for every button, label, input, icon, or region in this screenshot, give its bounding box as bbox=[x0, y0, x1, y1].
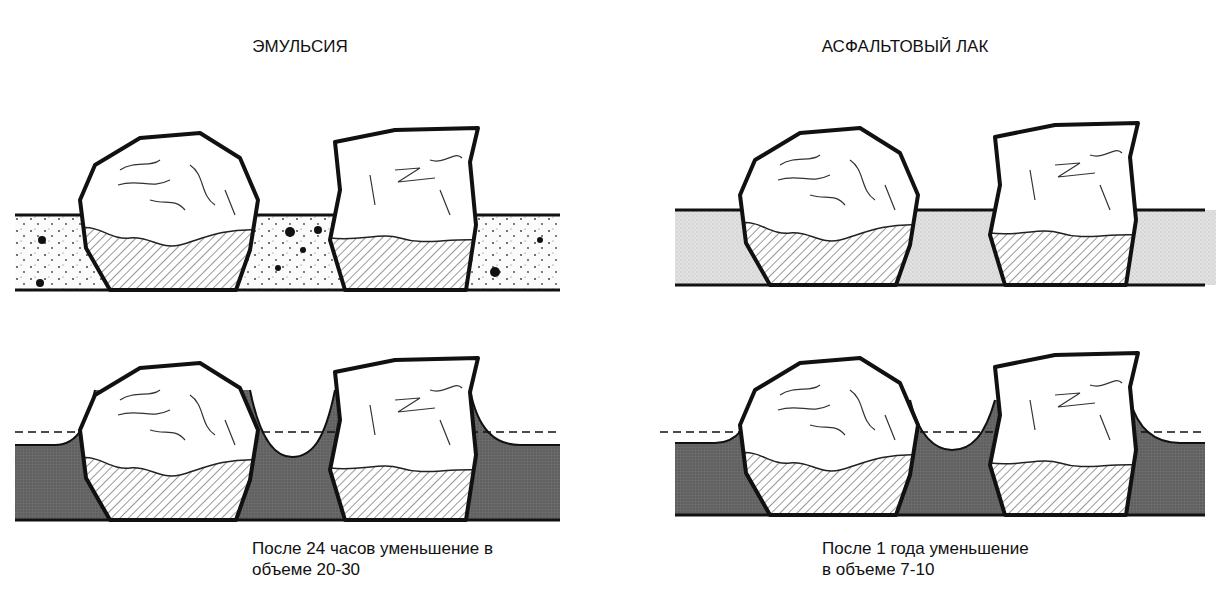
shrunk-emulsion bbox=[15, 358, 560, 530]
shrunk-varnish bbox=[660, 353, 1205, 525]
stones bbox=[740, 353, 1140, 525]
column-heading: АСФАЛЬТОВЫЙ ЛАК bbox=[822, 36, 989, 57]
column-heading: ЭМУЛЬСИЯ bbox=[252, 36, 347, 57]
stones bbox=[80, 128, 480, 300]
emulsion-layer bbox=[15, 128, 560, 300]
caption: После 24 часов уменьшение в объеме 20-30 bbox=[252, 538, 502, 580]
caption: После 1 года уменьшение в объеме 7-10 bbox=[822, 538, 1037, 580]
varnish-layer bbox=[675, 123, 1216, 295]
stones bbox=[80, 358, 480, 530]
stones bbox=[740, 123, 1140, 295]
